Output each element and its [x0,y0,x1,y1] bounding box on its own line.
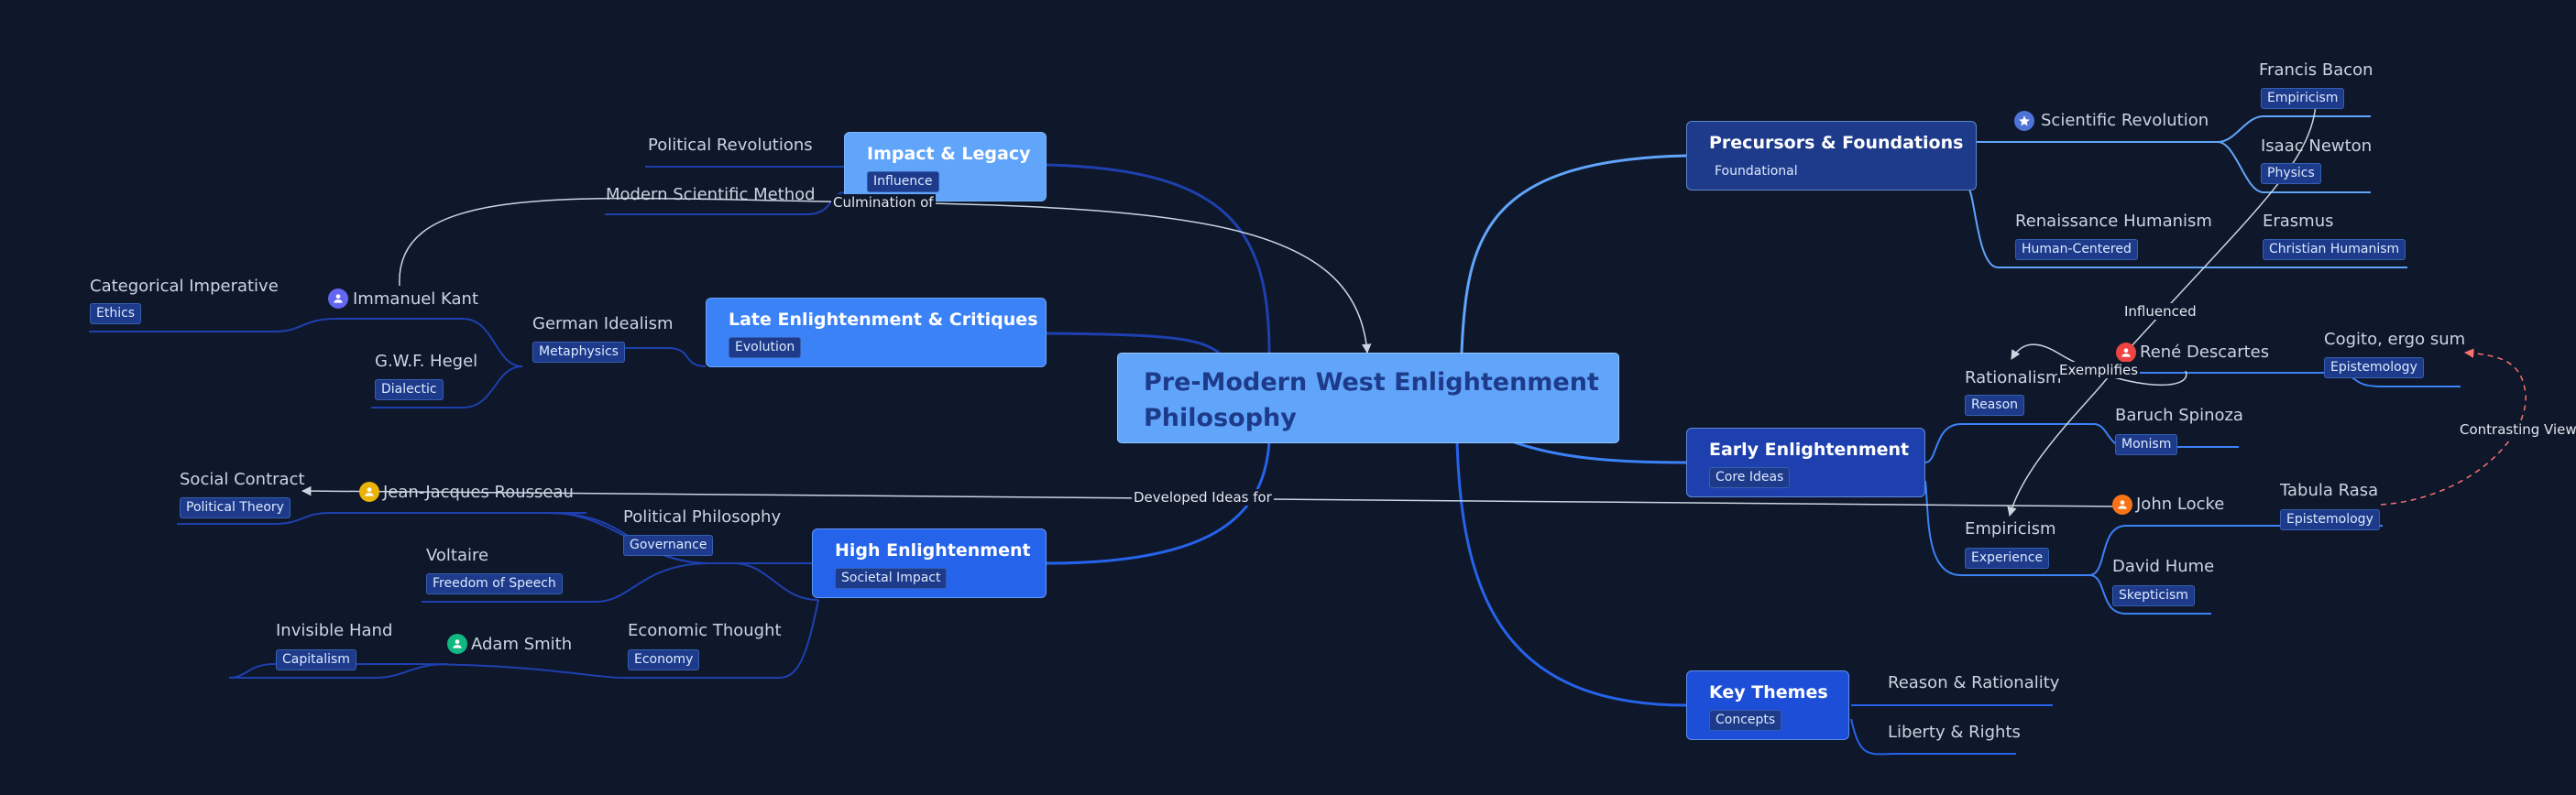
node-political-philosophy[interactable]: Political Philosophy [623,507,782,527]
node-german-idealism[interactable]: German Idealism [532,314,674,333]
node-liberty-rights[interactable]: Liberty & Rights [1888,723,2021,742]
node-baruch-spinoza[interactable]: Baruch Spinoza [2115,406,2243,425]
node-scientific-revolution[interactable]: Scientific Revolution [2041,111,2209,130]
branch-impact-tag: Influence [867,171,939,192]
edge-label-contrasting: Contrasting View [2458,421,2576,438]
tag-ethics: Ethics [90,303,142,324]
node-voltaire[interactable]: Voltaire [426,546,489,565]
tag-metaphysics: Metaphysics [532,342,625,363]
root-title-line1: Pre-Modern West Enlightenment [1144,368,1599,397]
node-tabula-rasa[interactable]: Tabula Rasa [2280,481,2379,500]
smith-avatar-icon [447,634,467,654]
link-root-late [1046,332,1220,354]
node-modern-scientific-method[interactable]: Modern Scientific Method [606,185,816,204]
tag-governance: Governance [623,535,714,556]
branch-late-tag: Evolution [729,337,802,358]
edge-label-exemplifies: Exemplifies [2057,362,2141,378]
descartes-avatar-icon [2116,343,2136,363]
node-renaissance-humanism[interactable]: Renaissance Humanism [2015,212,2212,231]
node-social-contract[interactable]: Social Contract [180,470,305,489]
link-root-impact [1046,163,1271,354]
tag-empiricism: Empiricism [2261,88,2345,109]
tag-christian-humanism: Christian Humanism [2263,239,2406,260]
node-isaac-newton[interactable]: Isaac Newton [2261,136,2373,156]
edge-label-developed: Developed Ideas for [1132,489,1274,506]
link-root-themes [1455,441,1687,707]
node-francis-bacon[interactable]: Francis Bacon [2259,60,2373,80]
branch-early-tag: Core Ideas [1709,467,1791,488]
branch-precursors-title: Precursors & Foundations [1709,133,1964,153]
branch-impact[interactable]: Impact & Legacy Influence [844,132,1047,201]
tag-economy: Economy [628,649,700,670]
kant-avatar-icon [328,289,348,309]
node-jean-jacques-rousseau[interactable]: Jean-Jacques Rousseau [383,483,574,502]
branch-high[interactable]: High Enlightenment Societal Impact [812,528,1047,598]
branch-impact-title: Impact & Legacy [867,144,1031,164]
branch-themes[interactable]: Key Themes Concepts [1686,670,1849,740]
node-reason-rationality[interactable]: Reason & Rationality [1888,673,2060,692]
node-economic-thought[interactable]: Economic Thought [628,621,782,640]
star-icon [2014,111,2034,131]
node-rationalism[interactable]: Rationalism [1965,368,2062,387]
tag-reason: Reason [1965,395,2025,416]
tag-freedom-of-speech: Freedom of Speech [426,573,563,594]
node-empiricism[interactable]: Empiricism [1965,519,2056,539]
tag-epistemology-2: Epistemology [2280,509,2380,530]
node-adam-smith[interactable]: Adam Smith [471,635,573,654]
tag-monism: Monism [2115,434,2178,455]
branch-high-tag: Societal Impact [835,568,948,589]
branch-precursors[interactable]: Precursors & Foundations Foundational [1686,121,1977,191]
branch-early-title: Early Enlightenment [1709,440,1910,460]
node-categorical-imperative[interactable]: Categorical Imperative [90,277,279,296]
tag-skepticism: Skepticism [2112,585,2195,606]
locke-avatar-icon [2112,495,2132,515]
node-political-revolutions[interactable]: Political Revolutions [648,136,813,155]
tag-human-centered: Human-Centered [2015,239,2138,260]
branch-high-title: High Enlightenment [835,540,1031,561]
node-immanuel-kant[interactable]: Immanuel Kant [353,289,479,309]
tag-epistemology-1: Epistemology [2324,357,2424,378]
node-john-locke[interactable]: John Locke [2136,495,2225,514]
edge-label-culmination: Culmination of [831,194,936,211]
tag-physics: Physics [2261,163,2321,184]
branch-late[interactable]: Late Enlightenment & Critiques Evolution [706,298,1047,367]
rousseau-avatar-icon [359,482,379,502]
edge-label-influenced: Influenced [2122,303,2198,320]
root-title-line2: Philosophy [1144,404,1297,432]
node-invisible-hand[interactable]: Invisible Hand [276,621,393,640]
node-cogito[interactable]: Cogito, ergo sum [2324,330,2466,349]
edge-exemplifies-2 [2007,370,2113,517]
node-hegel[interactable]: G.W.F. Hegel [375,352,478,371]
tag-political-theory: Political Theory [180,497,290,518]
tag-dialectic: Dialectic [375,379,444,400]
node-david-hume[interactable]: David Hume [2112,557,2215,576]
branch-precursors-tag: Foundational [1715,164,1798,179]
node-erasmus[interactable]: Erasmus [2263,212,2334,231]
branch-early[interactable]: Early Enlightenment Core Ideas [1686,428,1925,497]
tag-capitalism: Capitalism [276,649,356,670]
branch-themes-title: Key Themes [1709,682,1828,702]
tag-experience: Experience [1965,548,2050,569]
link-root-high [1046,441,1271,565]
edge-culmination [399,197,1372,354]
link-root-precursors [1460,154,1687,354]
link-root-early [1511,440,1687,464]
branch-late-title: Late Enlightenment & Critiques [729,310,1038,330]
node-rene-descartes[interactable]: René Descartes [2140,343,2270,362]
branch-themes-tag: Concepts [1709,710,1782,731]
